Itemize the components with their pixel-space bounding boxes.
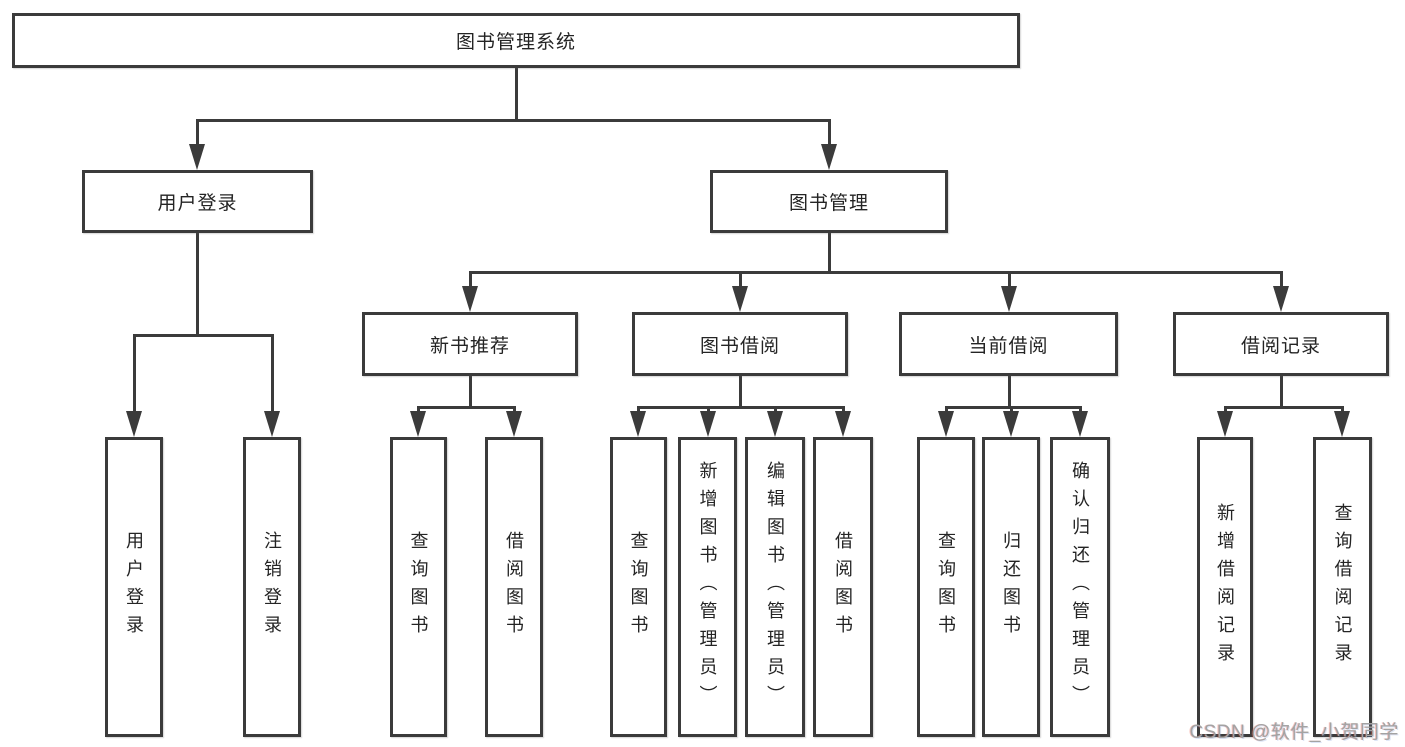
node-label: 借阅图书 (504, 531, 524, 643)
node-borrow-books-borrowing: 借阅图书 (813, 437, 873, 737)
node-query-borrow-record: 查询借阅记录 (1313, 437, 1372, 737)
node-query-books-recommend: 查询图书 (390, 437, 447, 737)
connector-line (636, 405, 845, 409)
node-label: 借阅记录 (1240, 335, 1321, 357)
node-current-borrowing: 当前借阅 (899, 312, 1118, 376)
arrowhead-down-icon (732, 286, 748, 312)
connector-line (1279, 272, 1283, 292)
arrowhead-down-icon (821, 144, 837, 170)
node-label: 注销登录 (262, 531, 282, 643)
arrowhead-down-icon (938, 411, 954, 437)
arrowhead-down-icon (189, 144, 205, 170)
node-add-borrow-record: 新增借阅记录 (1197, 437, 1253, 737)
arrowhead-down-icon (126, 411, 142, 437)
connector-line (827, 120, 831, 150)
node-label: 归还图书 (1001, 531, 1021, 643)
connector-line (738, 272, 742, 292)
node-label: 当前借阅 (968, 335, 1049, 357)
node-label: 图书借阅 (699, 335, 780, 357)
node-edit-book-admin: 编辑图书（管理员） (745, 437, 805, 737)
connector-line (944, 405, 1082, 409)
arrowhead-down-icon (1273, 286, 1289, 312)
node-book-management: 图书管理 (710, 170, 948, 233)
connector-line (1007, 272, 1011, 292)
node-label: 查询图书 (628, 531, 649, 643)
node-label: 查询图书 (408, 531, 429, 643)
node-label: 查询借阅记录 (1332, 503, 1353, 671)
connector-line (195, 233, 199, 335)
arrowhead-down-icon (410, 411, 426, 437)
connector-line (195, 118, 831, 122)
node-user-login-leaf: 用户登录 (105, 437, 163, 737)
arrowhead-down-icon (1072, 411, 1088, 437)
node-borrowing-records: 借阅记录 (1173, 312, 1389, 376)
node-system: 图书管理系统 (12, 13, 1020, 68)
node-label: 新增图书（管理员） (697, 461, 718, 713)
node-label: 编辑图书（管理员） (765, 461, 785, 713)
arrowhead-down-icon (835, 411, 851, 437)
arrowhead-down-icon (1003, 411, 1019, 437)
node-borrow-books-recommend: 借阅图书 (485, 437, 543, 737)
node-logout: 注销登录 (243, 437, 301, 737)
connector-line (1223, 405, 1344, 409)
node-label: 确认归还（管理员） (1070, 461, 1090, 713)
node-user-login: 用户登录 (82, 170, 313, 233)
node-new-book-recommend: 新书推荐 (362, 312, 578, 376)
arrowhead-down-icon (1334, 411, 1350, 437)
node-return-books: 归还图书 (982, 437, 1040, 737)
node-label: 图书管理 (788, 193, 869, 214)
node-label: 查询图书 (936, 531, 956, 643)
arrowhead-down-icon (630, 411, 646, 437)
arrowhead-down-icon (700, 411, 716, 437)
connector-line (514, 68, 518, 120)
csdn-watermark: CSDN @软件_小贺同学 (1189, 722, 1399, 743)
arrowhead-down-icon (264, 411, 280, 437)
connector-line (1007, 376, 1011, 407)
arrowhead-down-icon (1217, 411, 1233, 437)
connector-line (416, 405, 516, 409)
arrowhead-down-icon (1001, 286, 1017, 312)
node-label: 借阅图书 (833, 531, 853, 643)
node-query-books-current: 查询图书 (917, 437, 975, 737)
arrowhead-down-icon (767, 411, 783, 437)
node-label: 用户登录 (124, 531, 144, 643)
connector-line (468, 270, 1283, 274)
connector-line (270, 335, 274, 416)
node-label: 新增借阅记录 (1215, 503, 1235, 671)
connector-line (1279, 376, 1283, 407)
connector-line (827, 233, 831, 272)
connector-line (195, 120, 199, 150)
node-book-borrowing: 图书借阅 (632, 312, 848, 376)
arrowhead-down-icon (506, 411, 522, 437)
node-label: 用户登录 (157, 193, 238, 214)
node-query-books-borrowing: 查询图书 (610, 437, 667, 737)
arrowhead-down-icon (462, 286, 478, 312)
node-label: 新书推荐 (429, 335, 510, 357)
connector-line (132, 333, 274, 337)
connector-line (468, 272, 472, 292)
connector-line (738, 376, 742, 407)
connector-line (132, 335, 136, 416)
connector-line (468, 376, 472, 407)
node-add-book-admin: 新增图书（管理员） (678, 437, 737, 737)
node-confirm-return-admin: 确认归还（管理员） (1050, 437, 1110, 737)
node-label: 图书管理系统 (455, 32, 576, 53)
